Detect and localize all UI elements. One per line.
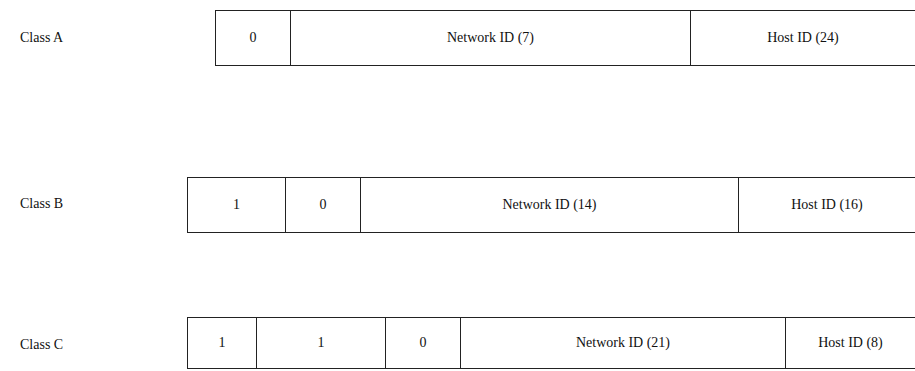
bit-field-box: 1 [187,177,286,233]
field-text: 0 [420,335,427,352]
bit-field-box: Host ID (8) [785,317,915,369]
bit-field-box: Network ID (21) [460,317,786,369]
bit-field-box: Network ID (7) [290,10,691,66]
field-text: 1 [318,335,325,352]
field-text: Network ID (7) [447,30,534,47]
bit-field-box: Network ID (14) [360,177,739,233]
class-label: Class A [20,30,63,47]
field-text: Network ID (21) [576,335,670,352]
field-text: 1 [219,335,226,352]
field-text: Host ID (16) [791,197,863,214]
field-text: 0 [250,30,257,47]
class-label: Class C [20,337,63,354]
bit-field-box: 0 [385,317,461,369]
bit-field-box: 1 [256,317,386,369]
bit-field-box: Host ID (24) [690,10,915,66]
field-text: 1 [233,197,240,214]
bit-field-box: Host ID (16) [738,177,915,233]
bit-field-box: 0 [215,10,291,66]
field-text: Host ID (24) [767,30,839,47]
bit-field-box: 1 [187,317,257,369]
class-label: Class B [20,196,63,213]
field-text: 0 [320,197,327,214]
field-text: Network ID (14) [502,197,596,214]
bit-field-box: 0 [285,177,361,233]
field-text: Host ID (8) [818,335,883,352]
